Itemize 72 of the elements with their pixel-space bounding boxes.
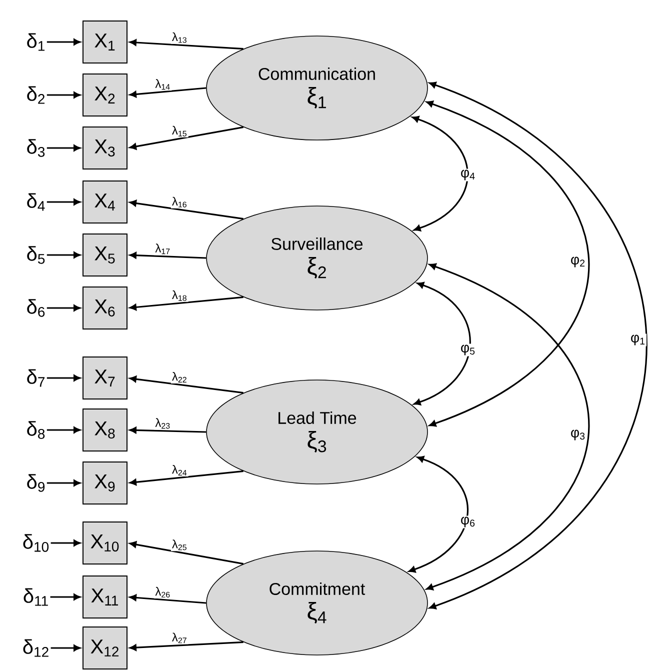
loading-arrow: [129, 126, 244, 150]
loading-arrow: [130, 252, 206, 259]
loading-arrow: [130, 87, 206, 98]
error-term-label: δ$_{7}$: [27, 369, 44, 387]
error-arrow: [46, 92, 80, 98]
loading-arrow: [129, 200, 244, 220]
covariance-arrow: [429, 82, 648, 610]
edge-label: φ$_{6}$: [459, 516, 476, 528]
edge-label: φ$_{3}$: [569, 428, 586, 442]
error-term-label: δ$_{6}$: [27, 299, 45, 317]
edge-label: λ$_{22}$: [170, 370, 188, 384]
edge-label: λ$_{15}$: [170, 124, 188, 138]
loading-arrow: [130, 470, 244, 486]
error-arrow: [46, 144, 80, 152]
edge-label: φ$_{5}$: [459, 344, 476, 356]
error-arrow: [46, 38, 80, 46]
loading-arrow: [129, 376, 244, 394]
error-term-label: δ$_{11}$: [24, 588, 48, 606]
edge-label: λ$_{18}$: [170, 289, 188, 302]
loading-arrow: [130, 296, 244, 310]
error-arrow: [46, 304, 80, 312]
covariance-arrow: [408, 456, 468, 573]
indicator-box: X$_{6}$: [82, 286, 128, 330]
indicator-box: X$_{12}$: [82, 626, 128, 670]
edge-label: λ$_{14}$: [154, 78, 172, 91]
error-arrow: [50, 594, 80, 600]
error-term-label: δ$_{4}$: [27, 193, 45, 211]
edge-label: φ$_{2}$: [569, 256, 586, 268]
error-term-label: δ$_{5}$: [27, 246, 45, 264]
loading-arrow: [130, 594, 206, 604]
edge-label: λ$_{23}$: [154, 417, 172, 430]
edge-label: λ$_{24}$: [170, 464, 188, 476]
error-term-label: δ$_{8}$: [27, 421, 45, 439]
loading-arrow: [130, 641, 244, 651]
edge-label: λ$_{16}$: [170, 196, 188, 208]
error-arrow: [46, 426, 80, 434]
error-term-label: δ$_{3}$: [27, 139, 45, 157]
edge-label: λ$_{26}$: [154, 586, 172, 598]
error-term-label: δ$_{9}$: [27, 474, 45, 492]
edge-label: λ$_{27}$: [170, 632, 188, 644]
error-arrow: [46, 374, 80, 382]
covariance-arrow: [426, 263, 590, 590]
indicator-box: X$_{10}$: [82, 522, 128, 564]
error-arrow: [46, 480, 80, 486]
error-arrow: [46, 198, 80, 206]
indicator-box: X$_{3}$: [82, 126, 128, 170]
error-term-label: δ$_{1}$: [27, 33, 45, 51]
indicator-box: X$_{11}$: [82, 576, 128, 618]
covariance-arrow: [426, 100, 590, 427]
indicator-box: X$_{2}$: [82, 74, 128, 116]
error-arrow: [50, 540, 80, 546]
covariance-arrow: [412, 116, 468, 232]
edge-label: φ$_{1}$: [629, 334, 646, 346]
indicator-box: X$_{5}$: [82, 234, 128, 276]
edge-label: λ$_{25}$: [170, 538, 188, 552]
edge-label: λ$_{17}$: [154, 242, 172, 256]
error-term-label: δ$_{2}$: [27, 86, 44, 104]
edge-label: φ$_{4}$: [459, 168, 476, 182]
error-term-label: δ$_{10}$: [23, 534, 49, 552]
error-term-label: δ$_{12}$: [23, 639, 48, 657]
edge-label: λ$_{13}$: [170, 31, 188, 44]
indicator-box: X$_{8}$: [82, 408, 128, 452]
loading-arrow: [129, 541, 244, 565]
loading-arrow: [130, 39, 244, 50]
loading-arrow: [130, 426, 206, 434]
covariance-arrow: [414, 282, 471, 406]
error-arrow: [50, 644, 80, 652]
error-arrow: [46, 252, 80, 258]
indicator-box: X$_{7}$: [82, 356, 128, 400]
indicator-box: X$_{1}$: [82, 20, 128, 64]
indicator-box: X$_{4}$: [82, 180, 128, 224]
indicator-box: X$_{9}$: [82, 462, 128, 504]
